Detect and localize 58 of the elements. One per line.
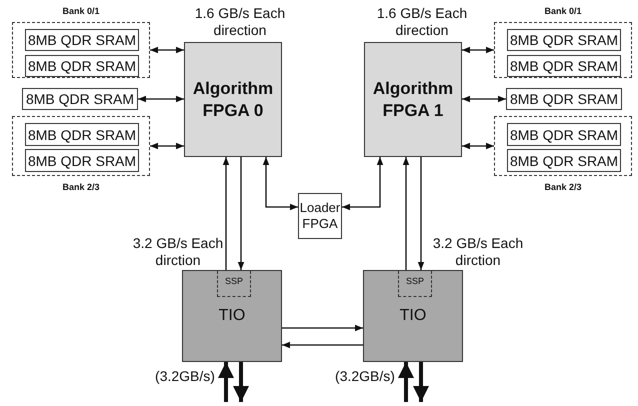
node-label: TIO	[400, 307, 426, 325]
sram-box	[25, 149, 139, 172]
arrow	[150, 46, 184, 54]
node-label: 8MB QDR SRAM	[510, 152, 618, 168]
arrow	[462, 142, 494, 150]
thick-arrow	[218, 362, 234, 402]
arrow	[342, 157, 384, 210]
ssp-region	[398, 271, 432, 297]
arrow	[222, 157, 230, 270]
sram-box	[22, 88, 138, 110]
sram-box	[507, 149, 621, 172]
node-label: SSP	[224, 276, 243, 286]
node-label: SSP	[406, 276, 424, 286]
node-label: 8MB QDR SRAM	[28, 152, 136, 168]
loader-box	[298, 193, 342, 239]
bandwidth-label: 1.6 GB/s Each direction	[194, 5, 286, 39]
node-label: 8MB QDR SRAM	[28, 126, 136, 142]
tio-box	[363, 270, 463, 362]
thick-arrow	[233, 362, 249, 402]
node-label: 8MB QDR SRAM	[28, 32, 136, 48]
node-label: TIO	[218, 307, 246, 325]
bandwidth-label: (3.2GB/s)	[154, 368, 216, 385]
node-label: 8MB QDR SRAM	[26, 91, 134, 107]
sram-box	[507, 123, 621, 146]
ssp-region	[217, 271, 251, 297]
bank-label: Bank 2/3	[61, 182, 101, 192]
node-label: Algorithm FPGA 1	[372, 78, 454, 121]
node-label: 8MB QDR SRAM	[510, 32, 618, 48]
arrow	[282, 324, 363, 332]
thick-arrow	[398, 362, 414, 402]
thick-arrow	[413, 362, 429, 402]
fpga-box	[184, 42, 282, 157]
bank-label: Bank 0/1	[61, 6, 101, 16]
node-label: 8MB QDR SRAM	[28, 58, 136, 74]
node-label: 8MB QDR SRAM	[510, 126, 618, 142]
arrow	[238, 157, 244, 270]
arrow	[150, 142, 184, 150]
node-label: Loader FPGA	[299, 200, 341, 232]
arrow	[262, 157, 298, 210]
fpga-box	[364, 42, 462, 157]
node-label: 8MB QDR SRAM	[510, 58, 618, 74]
sram-box	[25, 123, 139, 146]
tio-box	[182, 270, 282, 362]
bandwidth-label: (3.2GB/s)	[334, 368, 396, 385]
bandwidth-label: 1.6 GB/s Each direction	[376, 5, 468, 39]
arrow	[138, 96, 184, 102]
bank-label: Bank 0/1	[543, 6, 583, 16]
arrow	[418, 157, 424, 270]
bandwidth-label: 3.2 GB/s Each dirction	[132, 235, 224, 269]
arrow	[462, 46, 494, 54]
sram-box	[506, 88, 622, 110]
node-label: 8MB QDR SRAM	[510, 91, 618, 107]
arrow	[402, 157, 410, 270]
bandwidth-label: 3.2 GB/s Each dirction	[432, 235, 524, 269]
bank-label: Bank 2/3	[543, 182, 583, 192]
node-label: Algorithm FPGA 0	[192, 78, 274, 121]
arrow	[282, 342, 363, 348]
arrow	[462, 96, 506, 102]
